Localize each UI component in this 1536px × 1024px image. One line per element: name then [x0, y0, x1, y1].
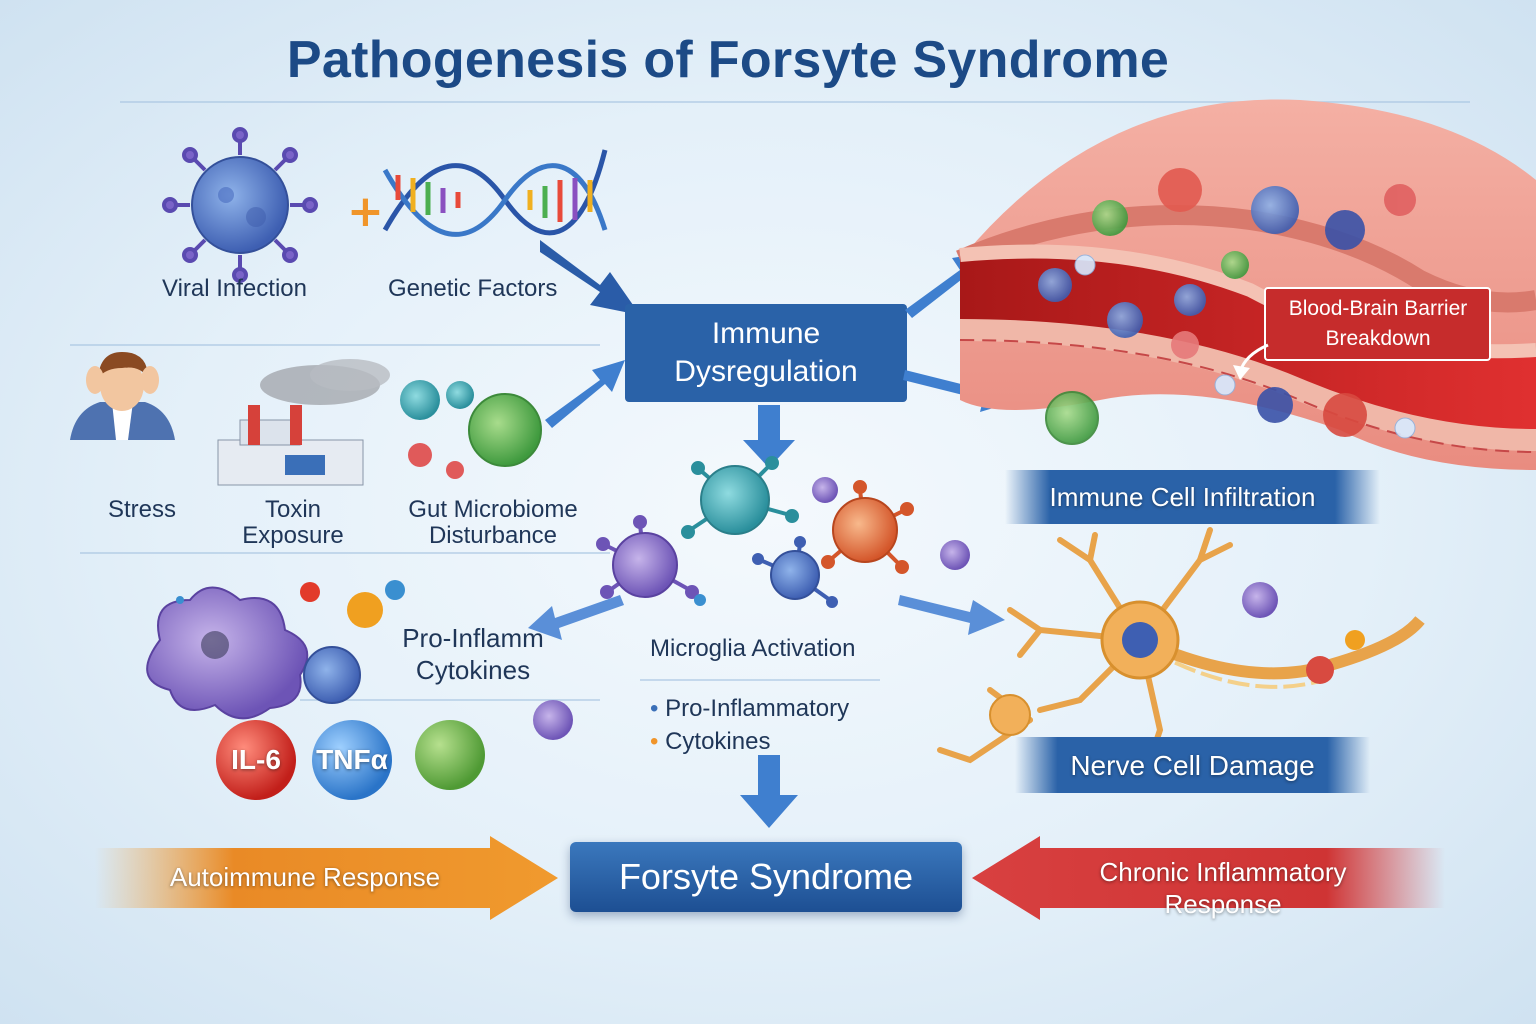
neuron-icon [937, 527, 1425, 764]
nerve-cell-damage-label: Nerve Cell Damage [1070, 750, 1315, 781]
stress-label: Stress [108, 496, 177, 523]
autoimmune-ribbon [95, 836, 558, 920]
chronic-inflammatory-label: Chronic Inflammatory Response [1099, 857, 1347, 919]
arrow-microglia-to-cytokines [528, 595, 624, 640]
arrow-to-forsyte [740, 755, 798, 828]
il6-badge [216, 720, 296, 800]
il6-label: IL-6 [231, 744, 281, 775]
bbb-breakdown-label: Blood-Brain Barrier Breakdown [1288, 297, 1468, 350]
immune-dysregulation-line1: Immune [711, 317, 821, 350]
immune-cell-infiltration-label: Immune Cell Infiltration [1049, 482, 1316, 512]
toxin-exposure-label: Toxin Exposure [242, 496, 344, 549]
microglia-outputs-list: • Pro-Inflammatory • Cytokines [650, 695, 850, 755]
microbe-icon [400, 380, 542, 479]
page-title: Pathogenesis of Forsyte Syndrome [286, 31, 1170, 89]
chronic-ribbon [972, 836, 1445, 920]
forsyte-syndrome-box: Forsyte Syndrome [570, 842, 962, 912]
arrow-microglia-to-neuron [898, 595, 1005, 635]
blood-vessel-illustration [956, 99, 1536, 470]
macrophage-icon [146, 580, 573, 749]
dna-helix-icon [382, 149, 608, 237]
arrow-immune-to-microglia [743, 405, 795, 468]
gut-microbiome-label: Gut Microbiome Disturbance [408, 496, 578, 549]
autoimmune-response-label: Autoimmune Response [169, 862, 441, 892]
stressed-person-icon [70, 352, 175, 440]
immune-dysregulation-line2: Dysregulation [674, 355, 858, 388]
factory-icon [217, 359, 390, 486]
microglia-cells-icon [596, 456, 970, 608]
cytokine-green-ball [415, 720, 485, 790]
arrow-triggers-to-immune [540, 240, 640, 428]
tnf-badge [312, 720, 392, 800]
plus-icon: + [347, 186, 384, 237]
tnf-label: TNFα [316, 744, 388, 775]
virus-icon [162, 127, 318, 283]
microglia-activation-label: Microglia Activation [650, 635, 856, 662]
immune-dysregulation-box: Immune Dysregulation [625, 304, 907, 402]
viral-infection-label: Viral Infection [162, 275, 307, 302]
pro-inflamm-cytokines-label: Pro-Inflamm Cytokines [402, 623, 544, 685]
genetic-factors-label: Genetic Factors [388, 275, 558, 302]
